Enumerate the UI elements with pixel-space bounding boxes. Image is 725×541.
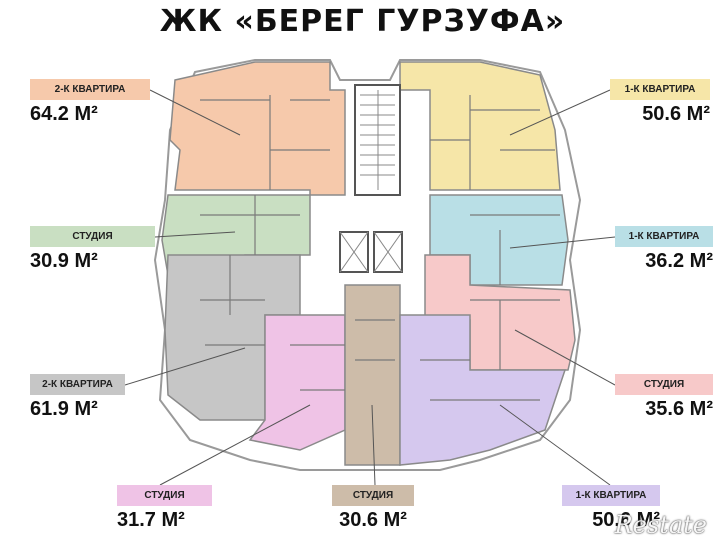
unit-type: 1-К КВАРТИРА [562, 485, 660, 506]
unit-type: СТУДИЯ [30, 226, 155, 247]
unit-type: 2-К КВАРТИРА [30, 374, 125, 395]
unit-zone-2k-64[interactable] [169, 61, 346, 196]
leader-lines [124, 89, 616, 486]
unit-area: 30.6 М² [339, 509, 407, 531]
unit-zone-1k-50-top[interactable] [399, 61, 561, 191]
unit-area: 64.2 М² [30, 103, 98, 125]
unit-area: 31.7 М² [117, 509, 185, 531]
unit-label-studio-31-7: СТУДИЯ 31.7 М² [117, 485, 212, 532]
unit-label-1k-50-top: 1-К КВАРТИРА 50.6 М² [610, 79, 710, 126]
unit-label-1k-36: 1-К КВАРТИРА 36.2 М² [615, 226, 713, 273]
unit-area: 61.9 М² [30, 398, 98, 420]
unit-label-1k-50-bottom: 1-К КВАРТИРА 50.6 М² [562, 485, 660, 532]
unit-type: 2-К КВАРТИРА [30, 79, 150, 100]
unit-area: 36.2 М² [645, 250, 713, 272]
watermark-logo: Restate [614, 511, 707, 539]
unit-zone-1k-50-bottom[interactable] [399, 314, 567, 466]
unit-label-2k-61: 2-К КВАРТИРА 61.9 М² [30, 374, 125, 421]
unit-label-studio-30-6: СТУДИЯ 30.6 М² [332, 485, 414, 532]
unit-type: 1-К КВАРТИРА [610, 79, 710, 100]
unit-type: СТУДИЯ [615, 374, 713, 395]
unit-area: 35.6 М² [645, 398, 713, 420]
unit-zone-studio-30-6[interactable] [344, 284, 401, 466]
unit-label-2k-64: 2-К КВАРТИРА 64.2 М² [30, 79, 150, 126]
unit-area: 50.6 М² [642, 103, 710, 125]
unit-type: СТУДИЯ [117, 485, 212, 506]
unit-label-studio-30-9: СТУДИЯ 30.9 М² [30, 226, 155, 273]
page-title: ЖК «БЕРЕГ ГУРЗУФА» [159, 4, 566, 39]
interior-walls [200, 95, 560, 401]
unit-area: 50.6 М² [592, 509, 660, 531]
unit-type: СТУДИЯ [332, 485, 414, 506]
unit-area: 30.9 М² [30, 250, 98, 272]
unit-label-studio-35-6: СТУДИЯ 35.6 М² [615, 374, 713, 421]
unit-type: 1-К КВАРТИРА [615, 226, 713, 247]
building-core [339, 84, 403, 273]
